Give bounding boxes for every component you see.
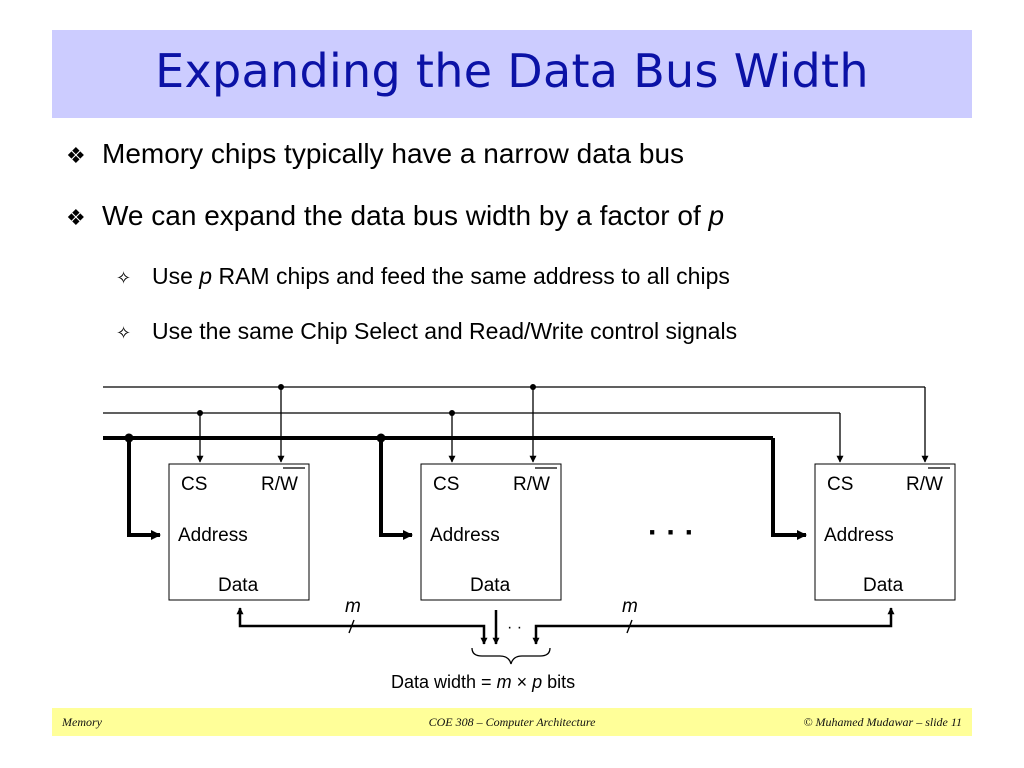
- junction-dot: [530, 384, 536, 390]
- footer-topic: Memory: [62, 715, 102, 729]
- junction-dot: [197, 410, 203, 416]
- chip-rw-w: W: [280, 474, 298, 495]
- chip-rw-r: R/: [906, 474, 926, 495]
- subbullet-1: ✧ Use p RAM chips and feed the same addr…: [116, 263, 730, 290]
- footer-slide-number: © Muhamed Mudawar – slide 11: [803, 715, 962, 729]
- slide-title: Expanding the Data Bus Width: [155, 44, 869, 98]
- address-bus: [103, 436, 807, 540]
- chip-rw-w: W: [925, 474, 943, 495]
- bus-width-m-label: m: [345, 596, 361, 617]
- subbullet-1-pre: Use: [152, 263, 200, 289]
- bus-width-slash: [626, 619, 633, 634]
- star-bullet-icon: ✧: [116, 323, 132, 344]
- data-width-label: Data width = m × p bits: [391, 672, 575, 692]
- data-width-brace: [471, 647, 551, 665]
- footer-course: COE 308 – Computer Architecture: [428, 715, 596, 729]
- chip-rw-r: R/: [261, 474, 281, 495]
- chip-data-label: Data: [218, 575, 259, 596]
- chip-cs-label: CS: [181, 474, 207, 495]
- data-width-pre: Data width =: [391, 672, 497, 692]
- subbullet-1-italic: p: [199, 263, 213, 289]
- data-width-p: p: [531, 672, 542, 692]
- bullet-1: ❖ Memory chips typically have a narrow d…: [66, 138, 684, 170]
- chip-address-label: Address: [430, 525, 500, 546]
- ram-chip-p: CS R/W Address Data: [814, 463, 956, 601]
- junction-dot: [278, 384, 284, 390]
- chip-ellipsis: · · ·: [648, 516, 695, 549]
- chip-rw-label: R/W: [261, 474, 298, 495]
- chip-address-label: Address: [824, 525, 894, 546]
- junction-dot: [376, 433, 386, 443]
- chip-rw-r: R/: [513, 474, 533, 495]
- bullet-2: ❖ We can expand the data bus width by a …: [66, 200, 724, 232]
- chip-rw-label: R/W: [906, 474, 943, 495]
- data-width-post: bits: [542, 672, 575, 692]
- subbullet-2-text: Use the same Chip Select and Read/Write …: [152, 318, 738, 344]
- title-bar: Expanding the Data Bus Width: [52, 30, 972, 118]
- data-dots: · ·: [507, 619, 522, 636]
- bullet-1-text: Memory chips typically have a narrow dat…: [102, 138, 685, 169]
- junction-dot: [449, 410, 455, 416]
- chip-address-label: Address: [178, 525, 248, 546]
- chip-rw-w: W: [532, 474, 550, 495]
- chip-cs-label: CS: [433, 474, 459, 495]
- bullet-2-text: We can expand the data bus width by a fa…: [102, 200, 709, 231]
- ram-chip-1: CS R/W Address Data: [168, 463, 310, 601]
- ram-chip-2: CS R/W Address Data: [420, 463, 562, 601]
- rw-control-line: [103, 386, 929, 463]
- junction-dot: [124, 433, 134, 443]
- chip-data-label: Data: [863, 575, 904, 596]
- bus-width-m-label: m: [622, 596, 638, 617]
- star-bullet-icon: ✧: [116, 268, 132, 289]
- data-bus-lines: [236, 607, 895, 645]
- chip-cs-label: CS: [827, 474, 853, 495]
- bullet-2-italic: p: [708, 200, 725, 231]
- bus-width-slash: [348, 619, 355, 634]
- data-width-times: ×: [512, 672, 533, 692]
- subbullet-2: ✧ Use the same Chip Select and Read/Writ…: [116, 318, 737, 345]
- subbullet-1-post: RAM chips and feed the same address to a…: [212, 263, 730, 289]
- data-width-m: m: [497, 672, 512, 692]
- slide-footer: Memory COE 308 – Computer Architecture ©…: [52, 708, 972, 736]
- diamond-bullet-icon: ❖: [66, 206, 86, 231]
- chip-rw-label: R/W: [513, 474, 550, 495]
- diamond-bullet-icon: ❖: [66, 144, 86, 169]
- chip-data-label: Data: [470, 575, 511, 596]
